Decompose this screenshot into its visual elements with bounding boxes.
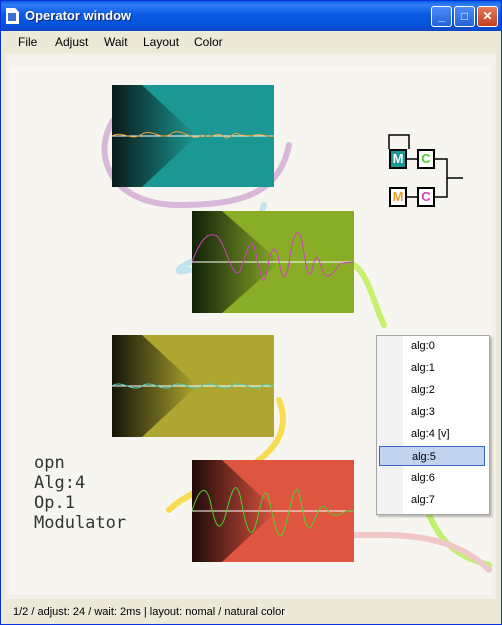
status-bar: 1/2 / adjust: 24 / wait: 2ms | layout: n… — [5, 601, 499, 623]
menu-wait[interactable]: Wait — [104, 35, 128, 49]
close-button[interactable]: ✕ — [477, 6, 498, 27]
algorithm-diagram: M C M C — [379, 127, 469, 207]
operator-panel-2[interactable] — [192, 211, 354, 313]
algorithm-connections — [388, 134, 463, 198]
operator-panel-1[interactable] — [112, 85, 274, 187]
operator-1-graph — [112, 85, 274, 187]
maximize-button[interactable]: □ — [454, 6, 475, 27]
popup-item-alg5[interactable]: alg:5 — [379, 446, 485, 466]
diagram-modulator-1: M — [389, 149, 407, 169]
operator-3-graph — [112, 335, 274, 437]
operator-panel-4[interactable] — [192, 460, 354, 562]
operator-2-graph — [192, 211, 354, 313]
menu-bar: File Adjust Wait Layout Color — [5, 31, 499, 53]
popup-item-alg4[interactable]: alg:4 [v] — [411, 428, 450, 440]
menu-color[interactable]: Color — [194, 35, 223, 49]
menu-file[interactable]: File — [18, 35, 38, 49]
popup-item-alg1[interactable]: alg:1 — [411, 362, 435, 374]
app-icon — [6, 8, 19, 24]
title-bar[interactable]: Operator window _ □ ✕ — [1, 1, 501, 31]
window-title: Operator window — [25, 8, 132, 23]
client-area: opn Alg:4 Op.1 Modulator M C M C — [5, 53, 496, 599]
operator-info: opn Alg:4 Op.1 Modulator — [34, 453, 126, 533]
algorithm-popup-menu: alg:0 alg:1 alg:2 alg:3 alg:4 [v] alg:5 … — [376, 335, 490, 515]
info-chip: opn — [34, 453, 65, 473]
popup-gutter — [377, 336, 403, 514]
info-role: Modulator — [34, 513, 127, 533]
menu-adjust[interactable]: Adjust — [55, 35, 89, 49]
operator-4-graph — [192, 460, 354, 562]
popup-item-alg0[interactable]: alg:0 — [411, 340, 435, 352]
minimize-button[interactable]: _ — [431, 6, 452, 27]
info-algorithm: Alg:4 — [34, 473, 86, 493]
popup-item-alg6[interactable]: alg:6 — [411, 472, 435, 484]
menu-layout[interactable]: Layout — [143, 35, 180, 49]
popup-item-alg2[interactable]: alg:2 — [411, 384, 435, 396]
diagram-carrier-2: C — [417, 187, 435, 207]
info-operator: Op.1 — [34, 493, 75, 513]
operator-panel-3[interactable] — [112, 335, 274, 437]
diagram-carrier-1: C — [417, 149, 435, 169]
status-text: 1/2 / adjust: 24 / wait: 2ms | layout: n… — [13, 606, 285, 618]
operator-canvas[interactable]: opn Alg:4 Op.1 Modulator M C M C — [9, 65, 492, 595]
popup-item-alg3[interactable]: alg:3 — [411, 406, 435, 418]
diagram-modulator-2: M — [389, 187, 407, 207]
popup-item-alg7[interactable]: alg:7 — [411, 494, 435, 506]
